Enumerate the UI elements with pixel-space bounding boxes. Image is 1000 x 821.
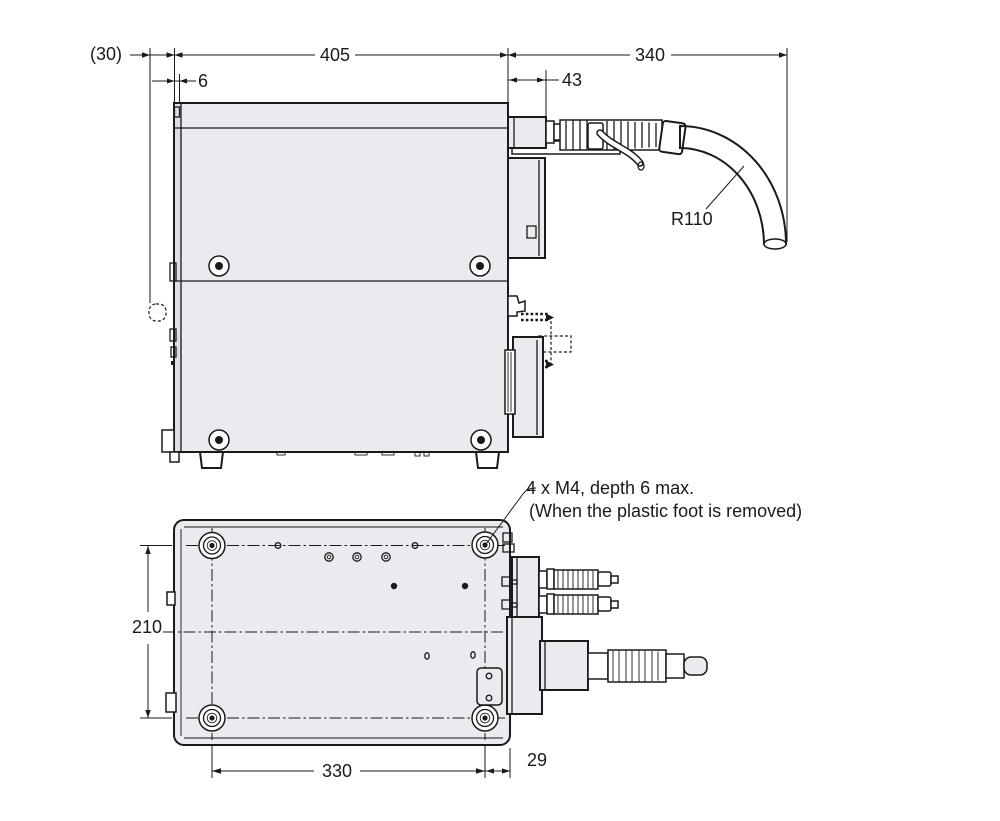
hidden-knob-outline	[148, 303, 167, 322]
left-tab	[166, 591, 176, 606]
side-feet	[198, 451, 501, 469]
dim-6-label: 6	[198, 71, 209, 91]
note-line-2: (When the plastic foot is removed)	[529, 501, 803, 521]
dim-210-label: 210	[131, 617, 162, 637]
dim-405-label: 405	[319, 45, 351, 65]
bottom-right-connectors	[501, 532, 708, 715]
r110-leader	[705, 165, 745, 210]
note-leader	[485, 487, 537, 545]
small-cable-2	[538, 593, 619, 615]
left-tab	[165, 692, 177, 713]
dim-340-label: 340	[634, 45, 666, 65]
right-side-blocks	[504, 157, 572, 438]
dim-210	[140, 545, 172, 719]
dim-30-label: (30)	[90, 44, 123, 64]
upper-terminal-block	[511, 556, 540, 618]
dim-43-label: 43	[562, 70, 583, 90]
bottom-view	[163, 519, 708, 746]
clip-hook	[507, 295, 526, 317]
center-lines	[163, 528, 507, 740]
base-holes	[274, 542, 476, 660]
dim-330-29	[211, 745, 511, 778]
hidden-connector-marks	[521, 312, 572, 369]
thin-wire	[596, 129, 645, 171]
dim-29-label: 29	[527, 750, 548, 770]
dimension-lines	[130, 48, 788, 778]
side-view	[148, 102, 788, 469]
dim-r110-label: R110	[671, 209, 713, 229]
side-panel-screws	[208, 255, 492, 451]
small-plate	[476, 667, 503, 706]
dim-6	[152, 78, 196, 84]
top-connector-assembly	[507, 116, 788, 250]
dim-top-chain	[130, 52, 787, 58]
note-line-1: 4 x M4, depth 6 max.	[526, 478, 695, 498]
main-cable-connector	[539, 640, 708, 691]
bottom-edge-details	[276, 451, 430, 457]
left-edge-details	[148, 262, 180, 463]
small-cable-1	[538, 568, 619, 590]
dim-43	[508, 77, 559, 83]
dim-330-label: 330	[321, 761, 353, 781]
mounting-feet	[198, 531, 499, 732]
cable-end	[763, 238, 787, 250]
front-lip	[175, 104, 181, 451]
side-body	[173, 102, 509, 453]
